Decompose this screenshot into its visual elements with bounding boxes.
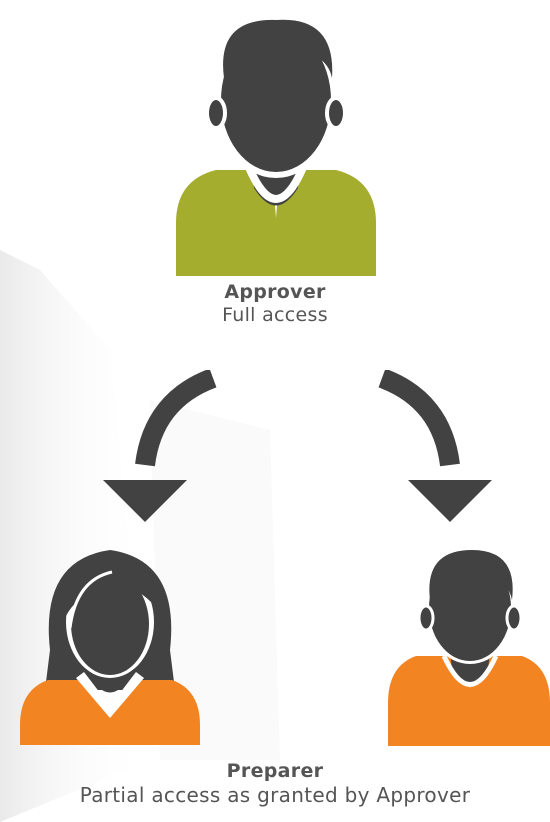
approver-role: Approver xyxy=(224,281,326,303)
approver-label: Approver Full access xyxy=(0,281,550,327)
left-arrow-icon xyxy=(103,370,217,522)
right-arrow-icon xyxy=(378,370,492,522)
approver-description: Full access xyxy=(222,303,328,326)
approver-shirt xyxy=(176,170,376,276)
preparer-role: Preparer xyxy=(226,760,324,782)
woman-icon xyxy=(20,550,200,745)
preparer-label: Preparer Partial access as granted by Ap… xyxy=(0,760,550,807)
approver-icon xyxy=(176,18,376,276)
preparer-description: Partial access as granted by Approver xyxy=(79,782,471,807)
man-icon xyxy=(388,548,550,746)
